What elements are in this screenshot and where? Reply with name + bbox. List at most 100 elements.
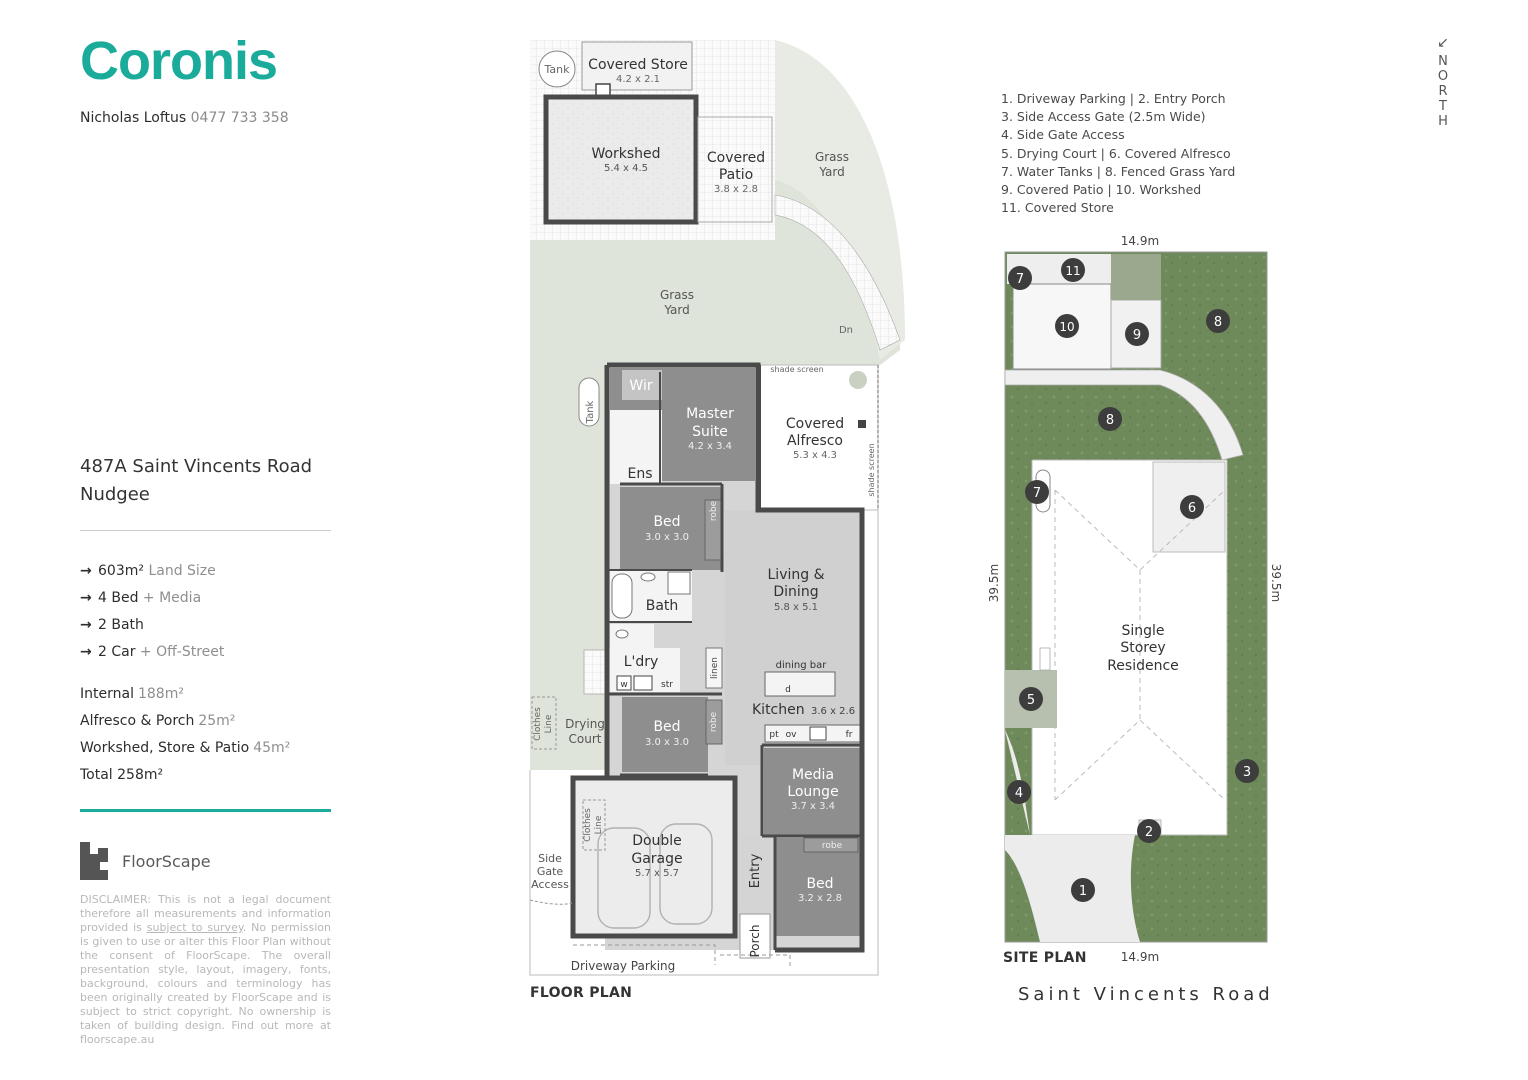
cooktop-icon bbox=[809, 726, 827, 741]
wir-label: Wir bbox=[629, 378, 652, 394]
property-address: 487A Saint Vincents Road Nudgee bbox=[80, 453, 312, 509]
residence-label: Single bbox=[1121, 623, 1164, 639]
feature-list: →603m² Land Size →4 Bed + Media →2 Bath … bbox=[80, 557, 224, 665]
double-garage bbox=[570, 775, 738, 939]
residence-label: Residence bbox=[1107, 658, 1179, 674]
shower-icon bbox=[667, 571, 691, 595]
marker bbox=[1235, 759, 1259, 783]
north-indicator: ↙ N O R T H bbox=[1436, 36, 1450, 130]
marker bbox=[1007, 780, 1031, 804]
north-letter: O bbox=[1437, 69, 1449, 84]
grass-yard-label: Yard bbox=[818, 165, 844, 179]
robe-label: robe bbox=[822, 841, 843, 851]
brand-logo: Coronis bbox=[80, 31, 278, 91]
grass-yard-label: Grass bbox=[815, 150, 849, 164]
living-dining-room bbox=[725, 510, 863, 765]
side-gate-label: Side bbox=[538, 852, 562, 865]
shade-screen-label: shade screen bbox=[867, 443, 876, 496]
bed-room bbox=[622, 697, 708, 772]
covered-patio bbox=[697, 116, 773, 223]
address-street: 487A Saint Vincents Road bbox=[80, 456, 313, 477]
porch bbox=[739, 913, 771, 959]
media-lounge-label: Lounge bbox=[787, 784, 838, 800]
area-label: Total 258m² bbox=[80, 766, 164, 783]
workshed-label: Workshed bbox=[591, 146, 660, 162]
ensuite-label: Ens bbox=[627, 466, 652, 482]
area-label: Alfresco & Porch bbox=[80, 712, 195, 729]
laundry-label: L'dry bbox=[624, 654, 659, 670]
bed-room bbox=[776, 838, 860, 936]
clothes-line bbox=[531, 696, 557, 750]
marker-label: 10 bbox=[1059, 320, 1074, 334]
site-plan-caption: SITE PLAN bbox=[1003, 950, 1087, 966]
bed-label: Bed bbox=[806, 876, 833, 892]
drying-court bbox=[530, 690, 605, 770]
legend-item: 11. Covered Store bbox=[1001, 200, 1114, 216]
clothes-line-label: Clothes bbox=[533, 707, 543, 741]
agent-phone: 0477 733 358 bbox=[190, 110, 289, 126]
area-label: Workshed, Store & Patio bbox=[80, 739, 250, 756]
garden-path bbox=[774, 194, 901, 351]
dimension-top: 14.9m bbox=[1121, 234, 1159, 248]
wir-room bbox=[622, 370, 662, 400]
feature-item: →2 Car + Off-Street bbox=[80, 638, 224, 665]
living-dining-label: Living & bbox=[768, 567, 825, 583]
disclaimer-link[interactable]: subject to survey bbox=[146, 921, 243, 934]
marker bbox=[1125, 322, 1149, 346]
grass-yard-label: Yard bbox=[663, 303, 689, 317]
marker-label: 11 bbox=[1065, 264, 1080, 278]
linen-label: linen bbox=[710, 657, 720, 679]
laundry-step bbox=[583, 649, 609, 695]
covered-store-size: 4.2 x 2.1 bbox=[616, 74, 660, 85]
marker-label: 6 bbox=[1188, 501, 1196, 516]
street-name: Saint Vincents Road bbox=[1018, 984, 1274, 1005]
feature-value: 4 Bed bbox=[98, 589, 139, 606]
robe-label: robe bbox=[709, 500, 719, 521]
clothes-line-label: Line bbox=[544, 714, 554, 733]
bed-size: 3.2 x 2.8 bbox=[798, 893, 842, 904]
dining-bar bbox=[764, 671, 836, 697]
tank-label: Tank bbox=[544, 63, 571, 76]
plant-icon bbox=[849, 371, 867, 389]
covered-patio-label: Covered bbox=[707, 150, 765, 166]
clothes-line-label: Line bbox=[594, 815, 604, 834]
dining-bar-label: dining bar bbox=[776, 660, 828, 671]
feature-item: →603m² Land Size bbox=[80, 557, 224, 584]
feature-label: Land Size bbox=[148, 562, 216, 579]
floorscape-name: FloorScape bbox=[122, 851, 211, 871]
shade-screen-label: shade screen bbox=[770, 365, 823, 374]
disclaimer-text: DISCLAIMER: This is not a legal document… bbox=[80, 893, 331, 934]
marker bbox=[1071, 878, 1095, 902]
north-letter: H bbox=[1438, 114, 1448, 129]
tank-label: Tank bbox=[585, 400, 596, 424]
water-tank bbox=[538, 50, 576, 88]
feature-label: + Media bbox=[142, 589, 202, 606]
driveway-label: Driveway Parking bbox=[571, 959, 676, 973]
legend-item: 4. Side Gate Access bbox=[1001, 127, 1125, 143]
garden-path bbox=[1004, 369, 1244, 461]
disclaimer: DISCLAIMER: This is not a legal document… bbox=[80, 893, 331, 1047]
robe bbox=[705, 699, 723, 745]
legend-item: 3. Side Access Gate (2.5m Wide) bbox=[1001, 109, 1206, 125]
media-lounge-size: 3.7 x 3.4 bbox=[791, 801, 835, 812]
site-legend: 1. Driveway Parking | 2. Entry Porch 3. … bbox=[1001, 90, 1235, 217]
arrow-right-icon: → bbox=[80, 643, 92, 660]
fridge-label: fr bbox=[846, 730, 853, 740]
washer-label: w bbox=[620, 680, 627, 690]
workshed-size: 5.4 x 4.5 bbox=[604, 163, 648, 174]
covered-store-label: Covered Store bbox=[588, 57, 688, 73]
divider bbox=[80, 530, 331, 531]
tub-icon bbox=[633, 675, 653, 691]
north-letter: T bbox=[1439, 99, 1447, 114]
master-suite-label: Master bbox=[686, 406, 734, 422]
roof-lines bbox=[1054, 489, 1226, 801]
north-letter: R bbox=[1438, 84, 1448, 99]
feature-value: 2 Bath bbox=[98, 616, 144, 633]
covered-store bbox=[581, 41, 693, 91]
legend-item: 9. Covered Patio | 10. Workshed bbox=[1001, 182, 1202, 198]
garage-label: Double bbox=[632, 833, 682, 849]
workshed bbox=[543, 94, 699, 225]
marker bbox=[1008, 266, 1032, 290]
